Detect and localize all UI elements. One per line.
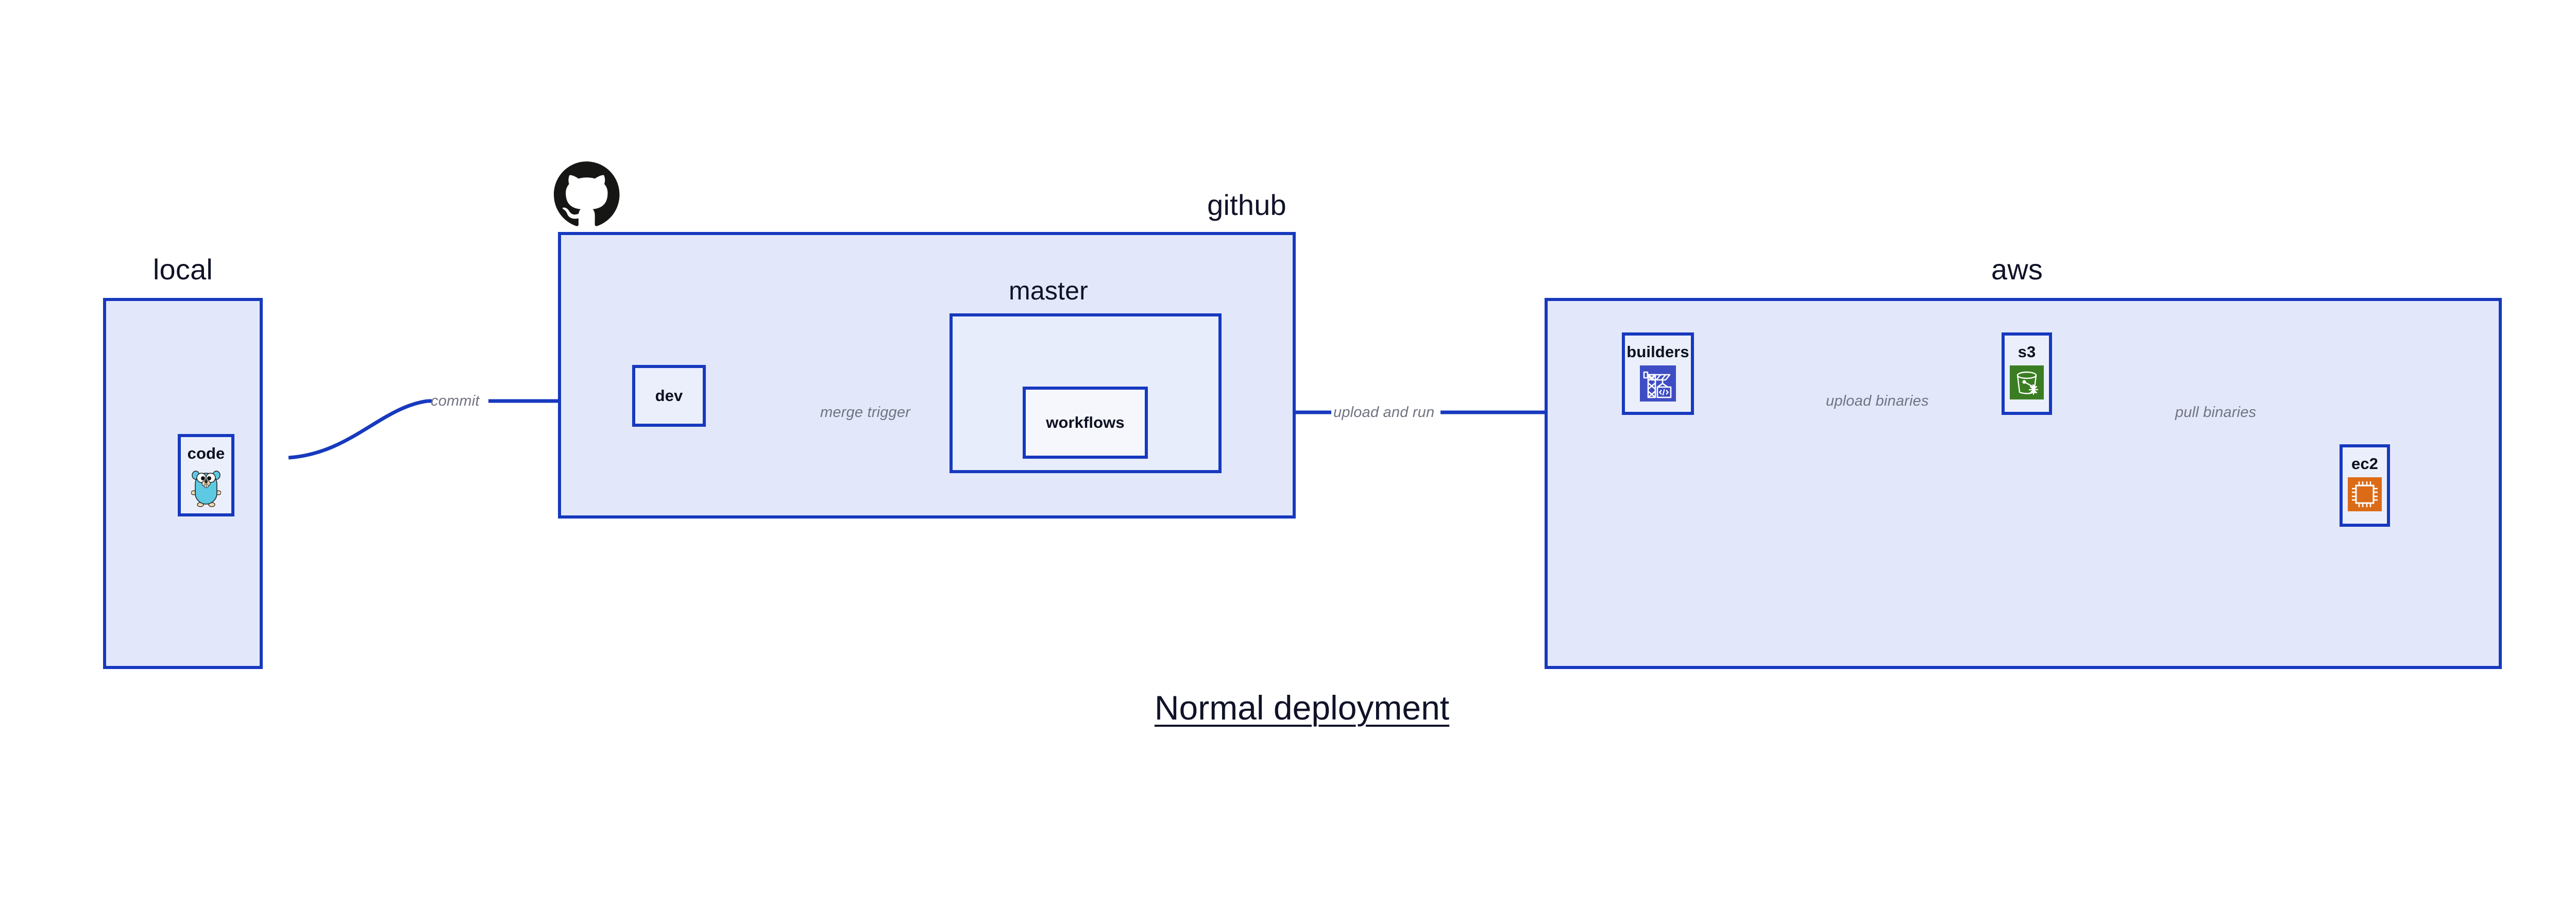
edge-label-upload-and-run: upload and run <box>1333 404 1435 421</box>
node-s3-label: s3 <box>2018 343 2036 361</box>
node-s3[interactable]: s3 <box>2002 332 2052 415</box>
node-builders[interactable]: builders <box>1622 332 1694 415</box>
node-code[interactable]: code <box>178 434 234 516</box>
node-builders-label: builders <box>1626 343 1689 361</box>
edge-label-merge-trigger: merge trigger <box>820 404 911 421</box>
zone-label-github: github <box>1207 189 1286 221</box>
aws-builder-crane-icon <box>1640 365 1676 402</box>
node-workflows[interactable]: workflows <box>1023 387 1148 459</box>
zone-label-aws: aws <box>1991 253 2043 286</box>
diagram-title: Normal deployment <box>1154 689 1450 727</box>
zone-label-local: local <box>152 253 213 286</box>
node-ec2[interactable]: ec2 <box>2340 444 2390 527</box>
edge-label-upload-binaries: upload binaries <box>1826 393 1929 409</box>
go-gopher-icon <box>191 467 221 507</box>
node-code-label: code <box>187 444 225 462</box>
node-dev[interactable]: dev <box>632 365 706 427</box>
node-ec2-label: ec2 <box>2351 455 2379 473</box>
edge-label-commit: commit <box>431 393 480 409</box>
github-octocat-icon <box>554 161 620 227</box>
edge-label-pull-binaries: pull binaries <box>2175 404 2257 421</box>
node-dev-label: dev <box>655 387 683 405</box>
aws-ec2-chip-icon <box>2348 477 2382 511</box>
zone-label-master: master <box>1008 276 1088 305</box>
edge-commit-path <box>288 399 428 460</box>
aws-s3-bucket-icon <box>2010 365 2044 399</box>
node-workflows-label: workflows <box>1046 413 1125 431</box>
